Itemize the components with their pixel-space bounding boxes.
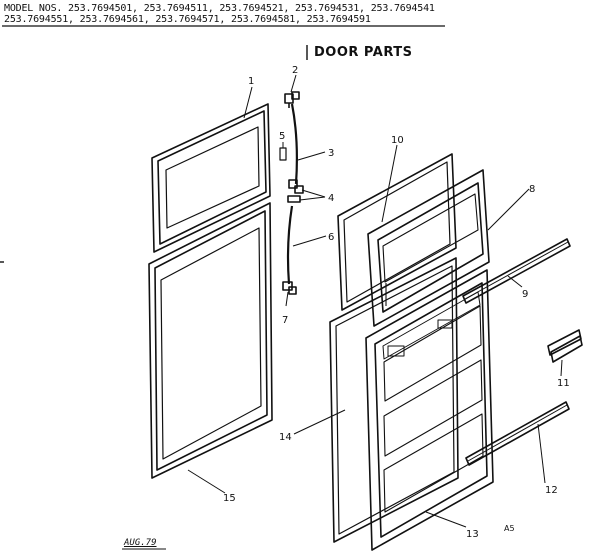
date-label: AUG.79 <box>124 538 157 548</box>
callout-8: 8 <box>529 184 535 195</box>
model-numbers-line-2: 253.7694551, 253.7694561, 253.7694571, 2… <box>4 14 371 25</box>
callout-numbers: 1 2 3 4 5 6 7 8 9 10 11 12 13 14 15 <box>223 65 570 540</box>
bottom-hinge <box>282 281 297 295</box>
callout-5: 5 <box>279 131 285 142</box>
leader-lines <box>187 74 563 528</box>
shelf-end-cap <box>547 329 583 363</box>
callout-1: 1 <box>248 76 254 87</box>
upper-door-shelf <box>462 238 571 304</box>
callout-9: 9 <box>522 289 528 300</box>
lower-door-gasket <box>148 202 273 479</box>
upper-door-handle <box>290 103 298 185</box>
lower-door-shelf <box>465 401 570 466</box>
upper-door-gasket <box>151 103 271 253</box>
handle-screw <box>279 147 287 161</box>
callout-14: 14 <box>279 432 292 443</box>
center-hinge-brackets <box>287 179 304 203</box>
callout-13: 13 <box>466 529 479 540</box>
code-label: A5 <box>504 524 515 533</box>
upper-door-liner <box>367 169 490 327</box>
model-numbers-line-1: MODEL NOS. 253.7694501, 253.7694511, 253… <box>4 3 435 14</box>
lower-door-handle <box>286 205 294 285</box>
page-title: DOOR PARTS <box>314 45 413 60</box>
callout-2: 2 <box>292 65 298 76</box>
lower-door-liner <box>365 269 494 551</box>
callout-15: 15 <box>223 493 236 504</box>
hinge-top <box>284 91 300 108</box>
callout-11: 11 <box>557 378 570 389</box>
callout-3: 3 <box>328 148 334 159</box>
callout-10: 10 <box>391 135 404 146</box>
callout-7: 7 <box>282 315 288 326</box>
callout-4: 4 <box>328 193 334 204</box>
callout-6: 6 <box>328 232 334 243</box>
upper-door-panel <box>337 153 457 311</box>
callout-12: 12 <box>545 485 558 496</box>
